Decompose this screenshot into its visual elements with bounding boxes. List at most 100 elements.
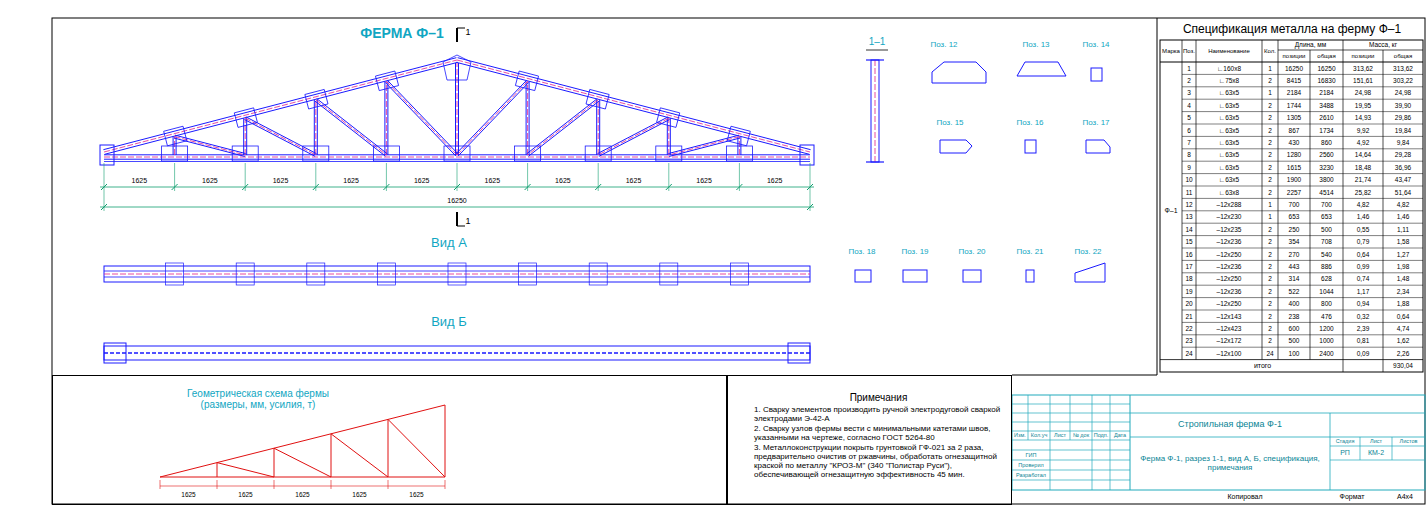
table-line (1182, 260, 1423, 261)
dimension-tick (172, 184, 178, 190)
table-cell: 2,39 (1343, 322, 1383, 334)
view-a-plate (307, 263, 325, 285)
table-cell: 2 (1262, 112, 1278, 124)
title-block-header: Изм. (1012, 431, 1028, 440)
table-cell: 17 (1182, 260, 1196, 272)
dimension: 1625 (485, 177, 501, 185)
table-cell: 867 (1278, 124, 1310, 136)
table-line (1262, 40, 1263, 360)
table-cell: 400 (1278, 298, 1310, 310)
title-block-header: Листов (1392, 437, 1425, 446)
title-block-header: № док (1070, 431, 1092, 440)
table-border (1160, 40, 1423, 372)
dimension: 1625 (555, 177, 571, 185)
title-block-line (1012, 460, 1130, 461)
table-cell: ∟63х5 (1196, 136, 1262, 148)
table-cell: 2 (1262, 223, 1278, 235)
table-cell: 1,88 (1383, 298, 1423, 310)
table-cell: 29,28 (1383, 149, 1423, 161)
table-cell: 4 (1182, 99, 1196, 111)
table-cell: 0,09 (1343, 347, 1383, 359)
table-cell: 2184 (1278, 87, 1310, 99)
table-cell: 18 (1182, 273, 1196, 285)
truss-diagonal (668, 135, 739, 153)
part-label: Поз. 14 (1082, 41, 1110, 50)
table-line (1383, 50, 1384, 360)
section-profile (866, 161, 884, 162)
table-cell: 14,93 (1343, 112, 1383, 124)
table-cell: 314 (1278, 273, 1310, 285)
table-cell: 1,46 (1383, 211, 1423, 223)
table-cell: 2 (1262, 161, 1278, 173)
dimension-tick (736, 184, 742, 190)
table-cell: Ф–1 (1160, 62, 1182, 360)
title-block-line (1012, 431, 1130, 432)
truss-vertical (529, 81, 530, 155)
truss-diagonal (527, 99, 598, 154)
gusset-plate (444, 146, 470, 161)
table-cell: ∟63х5 (1196, 112, 1262, 124)
table-line (1160, 359, 1423, 360)
title-block-line (1360, 437, 1361, 460)
table-cell: 1305 (1278, 112, 1310, 124)
title-block-object: Стропильная ферма Ф-1 (1130, 413, 1330, 437)
title-block-footer: А4х4 (1397, 493, 1413, 501)
truss-diagonal (386, 81, 457, 155)
title-block-line (1330, 446, 1425, 447)
table-cell: 1,46 (1343, 211, 1383, 223)
table-cell: 700 (1278, 198, 1310, 210)
truss-diagonal (529, 101, 600, 156)
title-block-header: Лист (1360, 437, 1392, 446)
gusset-plate (586, 89, 609, 109)
table-cell: 250 (1278, 223, 1310, 235)
table-cell: 0,79 (1343, 236, 1383, 248)
table-header: Длина, мм (1278, 40, 1343, 50)
table-cell: –12х288 (1196, 198, 1262, 210)
scheme-dimension: 1625 (181, 491, 195, 498)
scheme-vertical (274, 448, 275, 477)
truss-vertical (243, 118, 244, 155)
truss-diagonal (456, 80, 527, 154)
title-block-line (1110, 440, 1111, 490)
table-cell: 100 (1278, 347, 1310, 359)
view-a-plate (377, 263, 395, 285)
plate-sketch (940, 140, 972, 153)
title-block-line (1092, 395, 1093, 440)
dimension: 1625 (132, 177, 148, 185)
table-cell: 4,74 (1383, 322, 1423, 334)
truss-diagonal (316, 100, 387, 155)
table-cell: 860 (1310, 136, 1343, 148)
truss-diagonal (528, 100, 599, 155)
table-cell: 0,81 (1343, 335, 1383, 347)
top-chord (456, 62, 809, 154)
table-cell: 16250 (1278, 62, 1310, 74)
table-line (1182, 322, 1423, 323)
title-block-line (1012, 404, 1130, 405)
table-cell: 653 (1310, 211, 1343, 223)
truss-diagonal (385, 82, 456, 156)
table-cell: 10 (1182, 174, 1196, 186)
title-block-line (1050, 440, 1051, 490)
table-line (1182, 334, 1423, 335)
part-label: Поз. 16 (1016, 119, 1044, 128)
table-header: общая (1383, 50, 1423, 62)
table-cell: 0,94 (1343, 298, 1383, 310)
view-a-plate (519, 263, 537, 285)
dimension: 1625 (273, 177, 289, 185)
table-cell: 18,48 (1343, 161, 1383, 173)
table-cell: 1 (1262, 198, 1278, 210)
view-a-axis (104, 274, 810, 275)
text-group: Геометрическая схема фермы (размеры, мм,… (173, 388, 343, 410)
table-cell: 3488 (1310, 99, 1343, 111)
table-cell: –12х230 (1196, 211, 1262, 223)
dimension-tick (454, 184, 460, 190)
table-line (1278, 50, 1423, 51)
table-cell: ∟63х5 (1196, 174, 1262, 186)
scheme-extension-line (331, 480, 332, 489)
scheme-chord (160, 477, 445, 478)
table-cell: 1,98 (1383, 260, 1423, 272)
top-chord (458, 58, 811, 150)
frame-divider (1157, 18, 1158, 375)
section-mark-line (457, 28, 465, 29)
